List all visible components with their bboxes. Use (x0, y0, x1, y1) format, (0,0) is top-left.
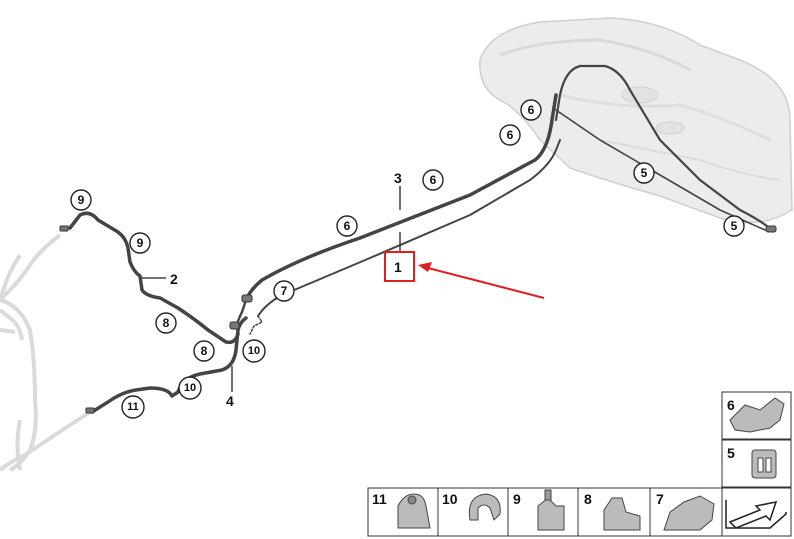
clip-8-icon (603, 497, 641, 531)
clip-7-icon (663, 495, 715, 531)
callout-10b: 10 (184, 382, 196, 394)
clip-11-icon (397, 493, 431, 529)
callout-7: 7 (281, 284, 288, 298)
callout-5b: 5 (731, 219, 738, 233)
clip-9-icon (537, 497, 565, 531)
part-drawings (397, 397, 785, 531)
clip-6-icon (729, 397, 785, 433)
callout-6a: 6 (528, 103, 535, 117)
callout-6c: 6 (430, 173, 437, 187)
ghost-lines-left (0, 233, 92, 472)
label-3: 3 (394, 170, 402, 186)
part-num-9: 9 (513, 491, 521, 507)
callout-9a: 9 (78, 193, 85, 207)
callout-circles (70, 99, 745, 419)
callout-texts: 6 6 6 6 5 5 7 9 9 8 8 10 10 11 (78, 103, 738, 413)
label-1: 1 (394, 259, 402, 275)
part-num-8: 8 (584, 491, 592, 507)
highlight-box (384, 251, 415, 282)
clip-5-icon (751, 449, 777, 479)
part-num-5: 5 (727, 445, 735, 461)
part-numbers: 6 5 11 10 9 8 7 (372, 397, 735, 507)
line-1-pipe (257, 139, 561, 317)
callout-8a: 8 (163, 316, 170, 330)
leader-lines (142, 186, 401, 392)
highlight-arrow (418, 262, 545, 299)
callout-6d: 6 (344, 219, 351, 233)
label-4: 4 (226, 393, 234, 409)
callout-11: 11 (127, 401, 139, 413)
clip-10-icon (468, 493, 501, 521)
part-num-7: 7 (656, 491, 664, 507)
part-num-6: 6 (727, 397, 735, 413)
callout-10a: 10 (248, 345, 260, 357)
line-2-pipe (68, 211, 240, 345)
arrow-icon (725, 500, 787, 529)
line-5-pipe (554, 64, 774, 232)
callout-6b: 6 (507, 128, 514, 142)
callout-8b: 8 (201, 344, 208, 358)
part-num-10: 10 (442, 491, 458, 507)
label-2: 2 (170, 271, 178, 287)
line-3-pipe (244, 93, 558, 302)
callout-5a: 5 (641, 166, 648, 180)
fuel-tank (479, 17, 793, 224)
part-num-11: 11 (372, 491, 387, 507)
callout-9b: 9 (137, 236, 144, 250)
connectors (59, 225, 777, 414)
